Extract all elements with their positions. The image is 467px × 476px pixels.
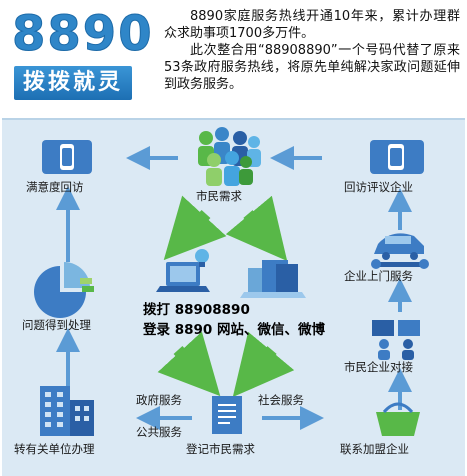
green-arrow-right-down — [225, 195, 288, 262]
node-franchise: 联系加盟企业 — [340, 442, 409, 456]
intro-text: 8890家庭服务热线开通10年来，累计办理群众求助事项1700多万件。 此次整合… — [164, 8, 460, 93]
wrench-icon — [371, 259, 429, 269]
green-arrow-center-down-right — [232, 331, 295, 398]
branch-gov-service: 政府服务 — [136, 393, 182, 407]
green-arrow-left-down — [163, 195, 227, 261]
node-transfer-unit: 转有关单位办理 — [14, 442, 95, 456]
basket-icon — [376, 402, 420, 436]
intro-paragraph-2: 此次整合用“88908890”一个号码代替了原来53条政府服务热线，将原先单纯解… — [164, 43, 460, 92]
office-building-icon — [40, 386, 94, 436]
branch-public-service: 公共服务 — [136, 425, 182, 439]
node-register-demand: 登记市民需求 — [186, 442, 255, 456]
node-onsite-service: 企业上门服务 — [344, 269, 413, 283]
hotline-number: 8890 — [12, 6, 154, 63]
green-arrow-center-down-left — [157, 331, 221, 397]
document-icon — [212, 396, 242, 434]
header: 8890 拨拨就灵 8890家庭服务热线开通10年来，累计办理群众求助事项170… — [0, 0, 467, 120]
green-arrows — [157, 195, 295, 398]
node-callback-review: 回访评议企业 — [344, 180, 413, 194]
online-channels-text: 登录 8890 网站、微信、微博 — [143, 322, 325, 338]
intro-paragraph-1: 8890家庭服务热线开通10年来，累计办理群众求助事项1700多万件。 — [164, 9, 460, 41]
server-icon — [240, 260, 306, 298]
pie-chart-icon — [34, 262, 94, 318]
callback-phone-icon — [370, 140, 424, 174]
node-citizen-enterprise: 市民企业对接 — [344, 360, 413, 374]
phone-icon — [42, 140, 92, 174]
service-car-icon — [374, 233, 424, 260]
contact-channels: 拨打 88908890 登录 8890 网站、微信、微博 — [143, 300, 325, 340]
laptop-icon — [156, 249, 210, 292]
blue-arrows — [56, 146, 412, 430]
node-satisfaction: 满意度回访 — [26, 180, 84, 194]
meeting-icon — [372, 320, 420, 360]
node-problem-resolved: 问题得到处理 — [22, 318, 91, 332]
people-group-icon — [198, 127, 261, 186]
node-citizen-demand: 市民需求 — [196, 189, 242, 203]
slogan-badge: 拨拨就灵 — [14, 66, 132, 100]
branch-social-service: 社会服务 — [258, 393, 304, 407]
dial-number-text: 拨打 88908890 — [143, 302, 250, 318]
